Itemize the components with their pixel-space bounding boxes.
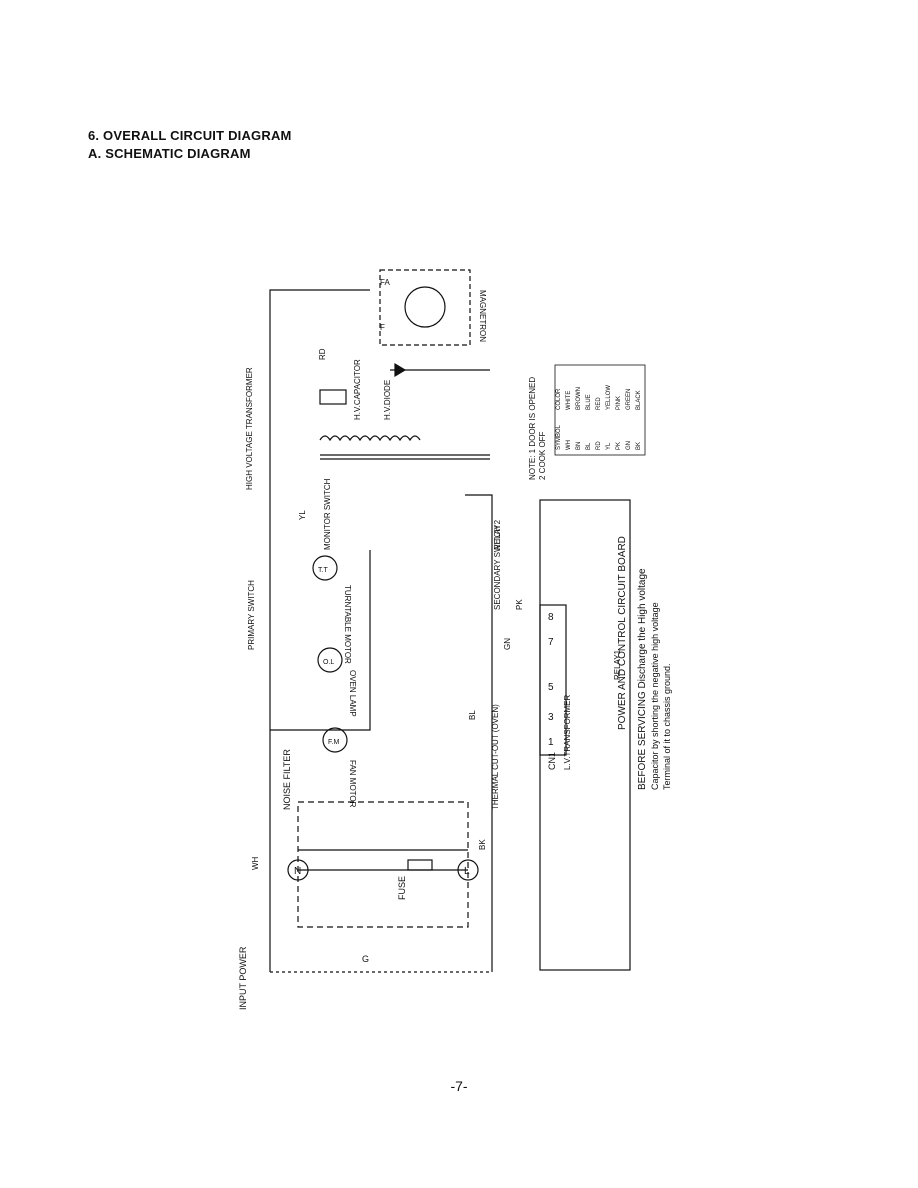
label-thermal: THERMAL CUT-OUT (OVEN) bbox=[491, 704, 500, 810]
color-row-sym: BK bbox=[636, 442, 642, 450]
symbol-l: L bbox=[464, 866, 470, 877]
symbol-f: F bbox=[380, 323, 385, 332]
symbol-fm: F.M bbox=[328, 739, 339, 746]
hv-capacitor bbox=[319, 389, 347, 405]
color-row-sym: BL bbox=[586, 442, 592, 450]
note-servicing-1: BEFORE SERVICING Discharge the High volt… bbox=[637, 568, 648, 790]
note-servicing-3: Terminal of it to chassis ground. bbox=[662, 663, 672, 790]
note-servicing-2: Capacitor by shorting the negative high … bbox=[650, 602, 660, 790]
label-secondary-switch: SECONDARY SWITCH bbox=[493, 526, 502, 610]
color-row-sym: RD bbox=[596, 441, 602, 450]
wire-label-wh: WH bbox=[251, 856, 260, 870]
hv-diode bbox=[394, 362, 407, 378]
label-cn1: CN1 bbox=[547, 752, 557, 770]
label-relay1: RELAY1 bbox=[613, 649, 622, 680]
label-relay2: RELAY2 bbox=[493, 519, 502, 550]
symbol-ground: G bbox=[362, 954, 369, 964]
turntable-motor bbox=[312, 555, 338, 581]
label-hv-capacitor: H.V.CAPACITOR bbox=[353, 359, 362, 420]
section-heading: 6. OVERALL CIRCUIT DIAGRAM bbox=[88, 128, 292, 143]
wire-label-rd: RD bbox=[318, 348, 327, 360]
label-noise-filter: NOISE FILTER bbox=[282, 749, 292, 810]
color-row-sym: WH bbox=[566, 440, 572, 450]
cn1-pin-8: 8 bbox=[548, 612, 554, 623]
label-input-power: INPUT POWER bbox=[238, 946, 248, 1010]
cn1-pin-5: 5 bbox=[548, 682, 554, 693]
symbol-fa: FA bbox=[380, 278, 390, 287]
wire-wh-rail bbox=[269, 289, 370, 972]
terminal-l bbox=[457, 859, 479, 881]
subsection-heading: A. SCHEMATIC DIAGRAM bbox=[88, 146, 251, 161]
magnetron-box bbox=[379, 269, 471, 346]
color-row-name: BLUE bbox=[586, 394, 592, 410]
connector-cn1 bbox=[539, 604, 567, 756]
color-row-name: YELLOW bbox=[606, 385, 612, 410]
color-row-sym: BN bbox=[576, 442, 582, 450]
color-table-header-color: COLOR bbox=[556, 388, 562, 410]
label-magnetron: MAGNETRON bbox=[478, 290, 487, 342]
note-door: NOTE: 1 DOOR IS OPENED bbox=[528, 377, 537, 480]
label-primary-switch: PRIMARY SWITCH bbox=[247, 580, 256, 650]
noise-filter-box bbox=[297, 801, 469, 928]
color-table-header-symbol: SYMBOL bbox=[556, 424, 562, 450]
label-hv-transformer: HIGH VOLTAGE TRANSFORMER bbox=[245, 367, 254, 490]
color-row-name: GREEN bbox=[626, 389, 632, 410]
color-row-name: WHITE bbox=[566, 391, 572, 410]
fuse bbox=[407, 859, 433, 871]
color-table: SYMBOL COLOR WH WHITE BN BROWN BL BLUE R… bbox=[554, 364, 646, 456]
symbol-tt: T.T bbox=[318, 567, 328, 574]
label-oven-lamp: OVEN LAMP bbox=[348, 670, 357, 717]
hv-transformer bbox=[319, 435, 421, 442]
label-turntable-motor: TURNTABLE MOTOR bbox=[343, 585, 352, 664]
schematic-diagram: INPUT POWER NOISE FILTER FUSE THERMAL CU… bbox=[238, 269, 672, 1010]
oven-lamp bbox=[317, 647, 343, 673]
color-row-name: BLACK bbox=[636, 390, 642, 410]
label-lv-transformer: L.V.TRANSFORMER bbox=[563, 695, 572, 770]
wire-label-pk: PK bbox=[515, 599, 524, 610]
wire-label-yl: YL bbox=[298, 510, 307, 520]
label-monitor-switch: MONITOR SWITCH bbox=[323, 478, 332, 550]
wire-label-bk: BK bbox=[478, 839, 487, 850]
terminal-n bbox=[287, 859, 309, 881]
color-row-sym: PK bbox=[616, 442, 622, 450]
color-row-name: PINK bbox=[616, 396, 622, 410]
symbol-ol: O.L bbox=[323, 659, 334, 666]
wire-label-gn: GN bbox=[503, 638, 512, 650]
magnetron bbox=[404, 286, 446, 328]
wire-wh-main bbox=[270, 550, 371, 731]
note-cook: 2 COOK OFF bbox=[538, 431, 547, 480]
color-row-name: RED bbox=[596, 397, 602, 410]
page-number: -7- bbox=[450, 1078, 468, 1094]
cn1-pin-1: 1 bbox=[548, 737, 554, 748]
label-board: POWER AND CONTROL CIRCUIT BOARD bbox=[617, 536, 628, 730]
color-row-sym: YL bbox=[606, 442, 612, 450]
wire-label-bl: BL bbox=[468, 710, 477, 720]
cn1-pin-7: 7 bbox=[548, 637, 554, 648]
fan-motor bbox=[322, 727, 348, 753]
label-fuse: FUSE bbox=[397, 876, 407, 900]
symbol-n: N bbox=[294, 866, 301, 877]
label-fan-motor: FAN MOTOR bbox=[348, 760, 357, 808]
cn1-pin-3: 3 bbox=[548, 712, 554, 723]
wire-bk-rail bbox=[465, 494, 493, 972]
color-row-sym: GN bbox=[626, 441, 632, 450]
color-row-name: BROWN bbox=[576, 387, 582, 410]
label-hv-diode: H.V.DIODE bbox=[383, 380, 392, 420]
